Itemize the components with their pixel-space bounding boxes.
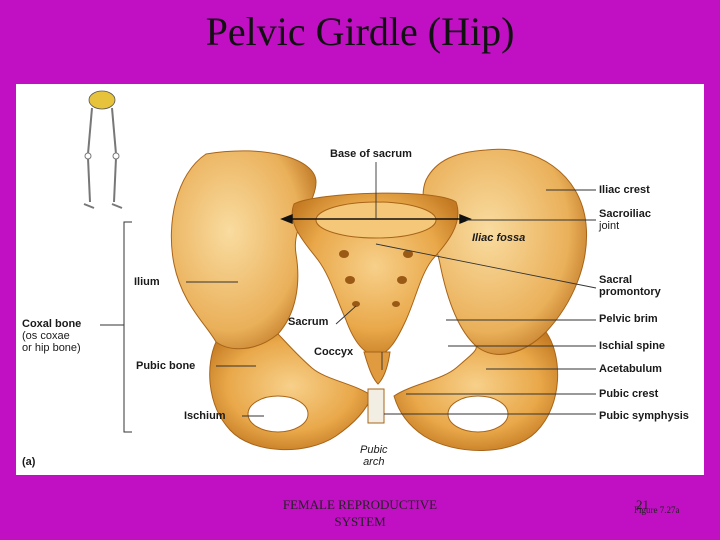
label-pubic-symphysis: Pubic symphysis (599, 410, 689, 422)
skeleton-thumbnail (83, 90, 123, 209)
page-number: 21 (636, 497, 649, 512)
right-ilium (422, 148, 588, 355)
label-base-of-sacrum: Base of sacrum (330, 148, 412, 160)
label-sacrum: Sacrum (288, 316, 329, 328)
coxal-bracket (100, 221, 132, 433)
pubic-symphysis (367, 388, 385, 424)
pelvis-illustration (83, 90, 597, 451)
label-ischium: Ischium (184, 410, 226, 422)
sacral-foramina (339, 250, 413, 307)
right-ischium (393, 331, 559, 451)
label-iliac-crest: Iliac crest (599, 184, 650, 196)
label-coccyx: Coccyx (314, 346, 354, 358)
label-acetabulum: Acetabulum (599, 363, 662, 375)
label-pelvic-brim: Pelvic brim (599, 313, 658, 325)
label-iliac-fossa: Iliac fossa (472, 232, 526, 244)
left-obturator (247, 395, 309, 433)
panel-letter: (a) (22, 456, 36, 468)
label-ischial-spine: Ischial spine (599, 340, 666, 352)
label-pubic-crest: Pubic crest (599, 388, 659, 400)
sacrum (291, 192, 459, 357)
slide-title: Pelvic Girdle (Hip) (205, 9, 515, 54)
coccyx (363, 351, 391, 385)
label-ilium: Ilium (134, 276, 160, 288)
leader-lines (186, 162, 597, 417)
figure-reference: Figure 7.27a (634, 505, 680, 515)
label-pubic-bone: Pubic bone (136, 360, 196, 372)
